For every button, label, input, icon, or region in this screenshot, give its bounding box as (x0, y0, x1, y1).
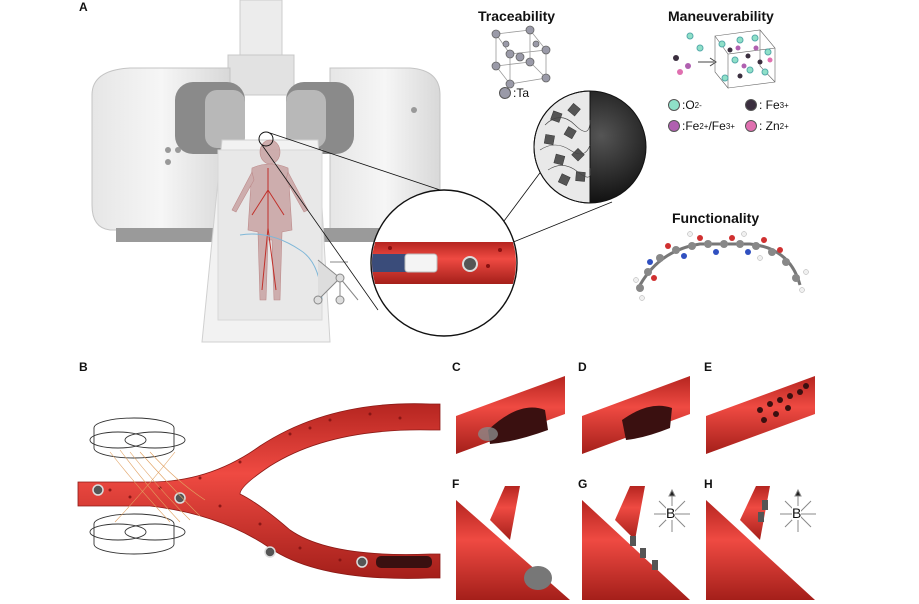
legend-oxygen-label: :O (682, 98, 695, 112)
ta-crystal-lattice (491, 25, 551, 89)
panel-label-f: F (452, 477, 460, 491)
legend-zn-label: : Zn (759, 119, 780, 133)
legend-fe3-charge: 3+ (779, 100, 789, 110)
field-label-g: B (666, 505, 676, 521)
magnetic-navigation-system (91, 0, 441, 343)
panel-c-vessel (456, 376, 565, 454)
panel-label-a: A (79, 0, 88, 14)
microrobot (462, 256, 478, 272)
oxygen-atom-icon (668, 99, 680, 111)
bifurcation-vessel (77, 403, 441, 579)
fe23-atom-icon (668, 120, 680, 132)
machine-top-column (239, 0, 283, 61)
legend-ta: :Ta (499, 86, 529, 100)
maneuverability-title: Maneuverability (668, 8, 774, 24)
zn-atom-icon (745, 120, 757, 132)
magnified-vessel-view (370, 189, 518, 337)
traceability-title: Traceability (478, 8, 556, 24)
legend-fe3-label: : Fe (759, 98, 780, 112)
spinel-crystal-lattice (673, 29, 776, 89)
zoom-origin-circle (258, 131, 274, 147)
microrobot-b-2 (174, 492, 186, 504)
catheter-tip (404, 253, 438, 273)
legend-ta-label: :Ta (513, 86, 530, 100)
ta-atom-icon (499, 87, 511, 99)
peptide-molecule (633, 231, 809, 301)
panel-d-vessel (582, 376, 690, 454)
panel-f-vessel (456, 486, 570, 600)
field-label-h: B (792, 505, 802, 521)
panel-e-vessel (706, 376, 815, 454)
panel-label-e: E (704, 360, 713, 374)
panel-g-vessel (582, 486, 690, 600)
electromagnet-coils-bottom (89, 513, 186, 555)
legend-zn-charge: 2+ (779, 121, 789, 131)
panel-label-g: G (578, 477, 588, 491)
fe3-atom-icon (745, 99, 757, 111)
legend-oxygen-charge: 2- (694, 100, 702, 110)
panel-label-h: H (704, 477, 713, 491)
panel-label-b: B (79, 360, 88, 374)
panel-label-c: C (452, 360, 461, 374)
legend-fe23-label-b: /Fe (708, 119, 726, 133)
legend-fe23-label-a: :Fe (682, 119, 700, 133)
microrobot-cross-section (533, 90, 647, 204)
electromagnet-coils-top (89, 417, 186, 459)
patient-silhouette (231, 139, 309, 301)
magnetic-field-lines (109, 449, 206, 523)
functionality-title: Functionality (672, 210, 760, 226)
catheter-driver (313, 259, 359, 305)
microrobot-b-1 (92, 484, 104, 496)
catheter-body (372, 254, 410, 272)
legend-fe23-charge-b: 3+ (725, 121, 735, 131)
legend-fe23-charge-a: 2+ (699, 121, 709, 131)
microrobot-b-4 (356, 556, 368, 568)
panel-label-d: D (578, 360, 587, 374)
panel-h-vessel (706, 486, 815, 600)
microrobot-b-3 (264, 546, 276, 558)
microrobot-aggregate-b (376, 556, 432, 568)
